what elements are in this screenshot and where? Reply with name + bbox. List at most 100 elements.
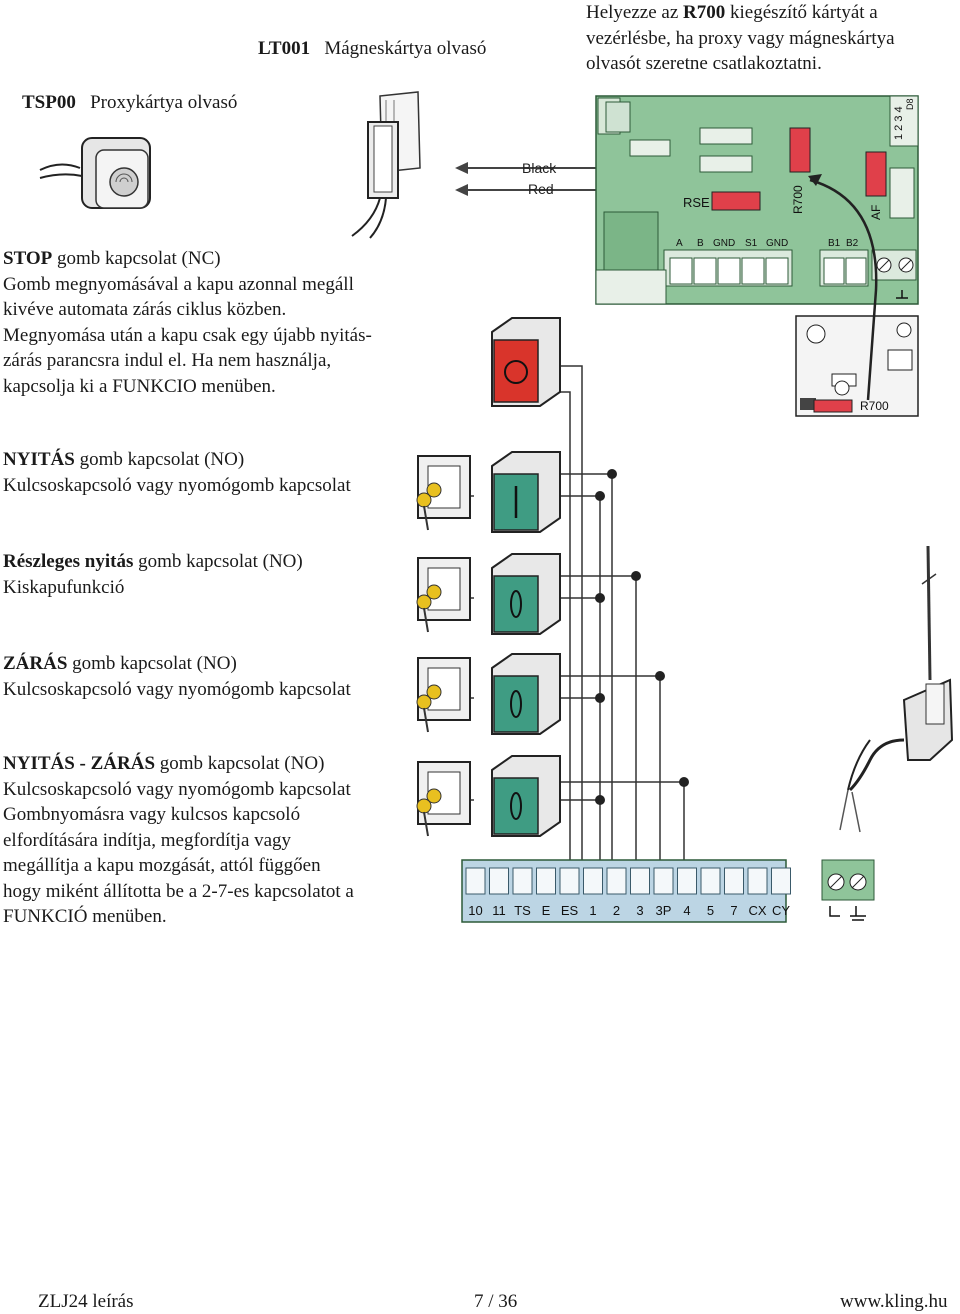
ground-icon [896,290,908,299]
lt001-caption: LT001 Mágneskártya olvasó [258,36,486,62]
close-section: ZÁRÁS gomb kapcsolat (NO) Kulcsoskapcsol… [3,651,351,702]
r700-connector [789,127,811,173]
stop-line: kapcsolja ki a FUNKCIO menüben. [3,375,276,397]
antenna-terminal [821,859,875,921]
pin-label: GND [766,238,788,249]
open-close-key-switch-icon [416,761,471,837]
wire-label-red: Red [528,181,554,197]
terminal-slot [536,867,556,895]
partial-line: Kiskapufunkció [3,576,125,598]
rse-connector [711,191,761,211]
stop-title-rest: gomb kapcsolat (NC) [52,248,221,269]
terminal-slot [512,867,533,895]
note-bold: R700 [683,2,726,23]
pin-label: B2 [846,238,859,249]
terminal-label: CY [772,903,790,918]
open-close-line: Kulcsoskapcsoló vagy nyomógomb kapcsolat [3,778,351,800]
open-title-rest: gomb kapcsolat (NO) [74,449,245,470]
partial-section: Részleges nyitás gomb kapcsolat (NO) Kis… [3,549,303,600]
rse-label: RSE [683,195,710,210]
af-connector [865,151,887,197]
antenna-icon [839,545,954,833]
terminal-label: 2 [613,903,620,918]
stop-title-bold: STOP [3,248,53,269]
open-close-title-rest: gomb kapcsolat (NO) [155,753,325,774]
close-key-switch-icon [416,657,471,733]
terminal-label: 3P [656,903,672,918]
tsp00-code: TSP00 [22,92,76,113]
stop-section: STOP gomb kapcsolat (NC) Gomb megnyomásá… [3,246,372,399]
wire-label-black: Black [522,160,557,176]
r700-note-line1: Helyezze az R700 kiegészítő kártyát a [586,0,895,26]
partial-key-switch-icon [416,557,471,633]
pin-label: B [697,238,704,249]
terminal-slot [489,867,509,895]
terminal-slot [606,867,627,895]
partial-title-bold: Részleges nyitás [3,551,134,572]
r700-card: R700 [795,315,919,417]
r700-vertical-label: R700 [791,185,805,214]
footer-right: www.kling.hu [840,1291,948,1312]
stop-line: kivéve automata zárás ciklus közben. [3,299,287,320]
terminal-label: 4 [683,903,690,918]
control-board: RSE R700 AF 1 2 3 4 D8 A B GND S1 GND B1… [595,95,919,305]
lt001-code: LT001 [258,38,311,59]
tsp00-caption: TSP00 Proxykártya olvasó [22,90,237,116]
open-close-title-bold: NYITÁS - ZÁRÁS [3,753,156,774]
terminal-label: 3 [636,903,643,918]
ground-icon [829,906,866,921]
stop-line: Gomb megnyomásával a kapu azonnal megáll [3,273,354,295]
open-close-line: Gombnyomásra vagy kulcsos kapcsoló [3,804,301,825]
terminal-slot [583,867,603,895]
open-close-line: elfordítására indítja, megfordítja vagy [3,829,292,851]
r700-card-label: R700 [860,399,889,413]
footer-left: ZLJ24 leírás [38,1291,134,1312]
close-title-bold: ZÁRÁS [3,653,68,674]
pin-label: B1 [828,238,841,249]
pin-label: S1 [745,238,758,249]
partial-push-button-icon [491,553,561,635]
page-number: 7 / 36 [474,1291,518,1312]
terminal-slot [747,867,768,895]
stop-line: Megnyomása után a kapu csak egy újabb ny… [3,324,372,346]
pin-label: GND [713,238,735,249]
open-key-switch-icon [416,455,471,531]
proximity-reader-icon [39,137,151,209]
terminal-label: ES [561,903,579,918]
terminal-slot [630,867,650,895]
pin-label: A [676,238,683,249]
open-push-button-icon [491,451,561,533]
r700-note-line2: vezérlésbe, ha proxy vagy mágneskártya [586,27,895,49]
terminal-slot [771,867,791,895]
terminal-slot [724,867,744,895]
open-close-line: megállítja a kapu mozgását, attól függőe… [3,855,321,876]
terminal-label: 1 [589,903,596,918]
terminal-label: 7 [730,903,737,918]
partial-title-rest: gomb kapcsolat (NO) [133,551,303,572]
open-close-section: NYITÁS - ZÁRÁS gomb kapcsolat (NO) Kulcs… [3,751,354,930]
open-title-bold: NYITÁS [3,449,75,470]
open-close-title: NYITÁS - ZÁRÁS gomb kapcsolat (NO) [3,751,354,777]
arrow-head-icon [455,162,468,174]
open-close-line: hogy miként állította be a 2-7-es kapcso… [3,880,354,902]
terminal-label: E [542,903,551,918]
close-title-rest: gomb kapcsolat (NO) [67,653,237,674]
open-close-line: FUNKCIÓ menüben. [3,906,167,927]
lt001-name: Mágneskártya olvasó [324,38,487,59]
terminal-slot [653,867,674,895]
dip-numbers: 1 2 3 4 [893,106,905,140]
open-title: NYITÁS gomb kapcsolat (NO) [3,447,351,473]
r700-note: Helyezze az R700 kiegészítő kártyát a ve… [586,0,895,77]
arrow-head-icon [808,174,822,186]
partial-title: Részleges nyitás gomb kapcsolat (NO) [3,549,303,575]
stop-title: STOP gomb kapcsolat (NC) [3,246,372,272]
terminal-label: 11 [492,903,506,918]
stop-line: zárás parancsra indul el. Ha nem használ… [3,350,332,371]
terminal-slot [559,867,580,895]
terminal-label: 10 [468,903,482,918]
r700-note-line3: olvasót szeretne csatlakoztatni. [586,53,822,74]
terminal-label: CX [748,903,766,918]
open-line: Kulcsoskapcsoló vagy nyomógomb kapcsolat [3,474,351,496]
